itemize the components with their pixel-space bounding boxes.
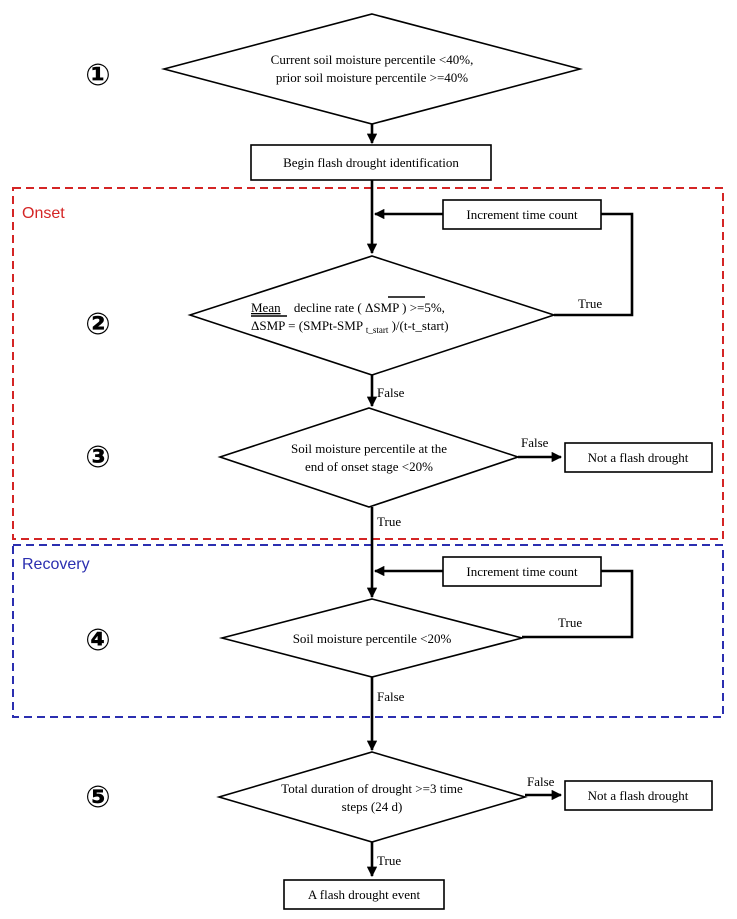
edge-label-d4-true: True (558, 615, 582, 630)
increment-box-onset-text: Increment time count (466, 207, 578, 222)
step-number-2: ② (85, 308, 110, 341)
increment-box-recovery-text: Increment time count (466, 564, 578, 579)
flash-drought-event-text: A flash drought event (308, 887, 421, 902)
decision-2-mean: Mean (251, 300, 281, 315)
decision-2-text-line2: ΔSMP = (SMPt-SMP t_start )/(t-t_start) (251, 318, 449, 336)
decision-2-threshold: ) >=5%, (402, 300, 445, 315)
decision-3-text-line2: end of onset stage <20% (305, 459, 433, 474)
increment-box-onset (442, 199, 602, 230)
decision-2-formula-a: = (SMPt-SMP (288, 318, 363, 333)
decision-5-text-line1: Total duration of drought >=3 time (281, 781, 463, 796)
edge-label-d5-true: True (377, 853, 401, 868)
begin-box-text: Begin flash drought identification (283, 155, 459, 170)
edge-d4-true-loop (522, 569, 634, 639)
edge-label-d2-true: True (578, 296, 602, 311)
not-flash-drought-box-1 (564, 442, 713, 473)
flash-drought-event-box (283, 879, 445, 910)
edge-d2-true-loop (554, 212, 634, 317)
decision-4-text: Soil moisture percentile <20% (293, 631, 452, 646)
edge-label-d3-false: False (521, 435, 549, 450)
decision-2-dsmp: ΔSMP (251, 318, 285, 333)
onset-section-label: Onset (22, 205, 65, 222)
step-number-3: ③ (85, 441, 110, 474)
edge-label-d2-false: False (377, 385, 405, 400)
step-number-1: ① (85, 59, 110, 92)
edge-label-d4-false: False (377, 689, 405, 704)
edge-label-d5-false: False (527, 774, 555, 789)
not-flash-drought-box-2-text: Not a flash drought (588, 788, 689, 803)
decision-2-text-line1: Mean decline rate ( ΔSMP ) >=5%, (251, 300, 445, 315)
recovery-section-box (12, 544, 724, 718)
increment-box-recovery (442, 556, 602, 587)
begin-box (250, 144, 492, 181)
decision-1-diamond (160, 13, 584, 125)
not-flash-drought-box-1-text: Not a flash drought (588, 450, 689, 465)
edge-label-d3-true: True (377, 514, 401, 529)
decision-2-decline: decline rate ( (294, 300, 362, 315)
decision-2-diamond (187, 255, 557, 376)
decision-2-subscript: t_start (366, 325, 389, 335)
decision-1-text-line2: prior soil moisture percentile >=40% (276, 70, 468, 85)
onset-section-box (12, 187, 724, 540)
decision-1-text-line1: Current soil moisture percentile <40%, (271, 52, 474, 67)
not-flash-drought-box-2 (564, 780, 713, 811)
decision-2-dsmp-bar: ΔSMP (365, 300, 399, 315)
decision-3-diamond (217, 407, 521, 508)
step-number-5: ⑤ (85, 781, 110, 814)
decision-2-formula-b: )/(t-t_start) (392, 318, 449, 333)
decision-3-text-line1: Soil moisture percentile at the (291, 441, 447, 456)
decision-5-diamond (216, 751, 528, 843)
decision-5-text-line2: steps (24 d) (342, 799, 403, 814)
decision-4-diamond (218, 598, 526, 678)
step-number-4: ④ (85, 624, 110, 657)
recovery-section-label: Recovery (22, 556, 90, 573)
